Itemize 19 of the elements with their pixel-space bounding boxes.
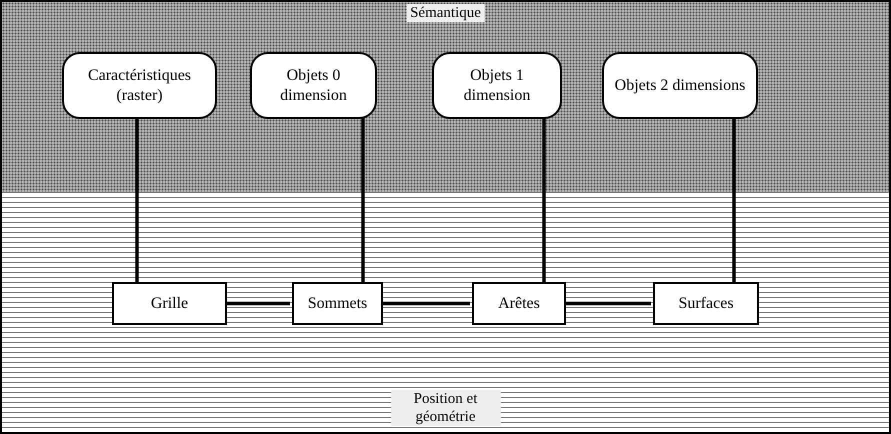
process-box: Surfaces (653, 282, 759, 325)
process-box: Sommets (292, 282, 383, 325)
band-title: Sémantique (406, 4, 485, 22)
connector-line (225, 302, 290, 306)
background-band (0, 192, 891, 434)
connector-line (135, 117, 139, 282)
connector-line (732, 117, 736, 282)
background-band (0, 0, 891, 192)
connector-line (361, 117, 365, 282)
rounded-box: Caractéristiques (raster) (62, 52, 217, 119)
connector-line (564, 302, 651, 306)
rounded-box: Objets 1 dimension (432, 52, 562, 119)
connector-line (542, 117, 546, 282)
process-box: Arêtes (472, 282, 566, 325)
rounded-box: Objets 2 dimensions (602, 52, 758, 119)
process-box: Grille (112, 282, 227, 325)
band-title: Position et géométrie (390, 390, 500, 426)
rounded-box: Objets 0 dimension (250, 52, 377, 119)
connector-line (381, 302, 470, 306)
